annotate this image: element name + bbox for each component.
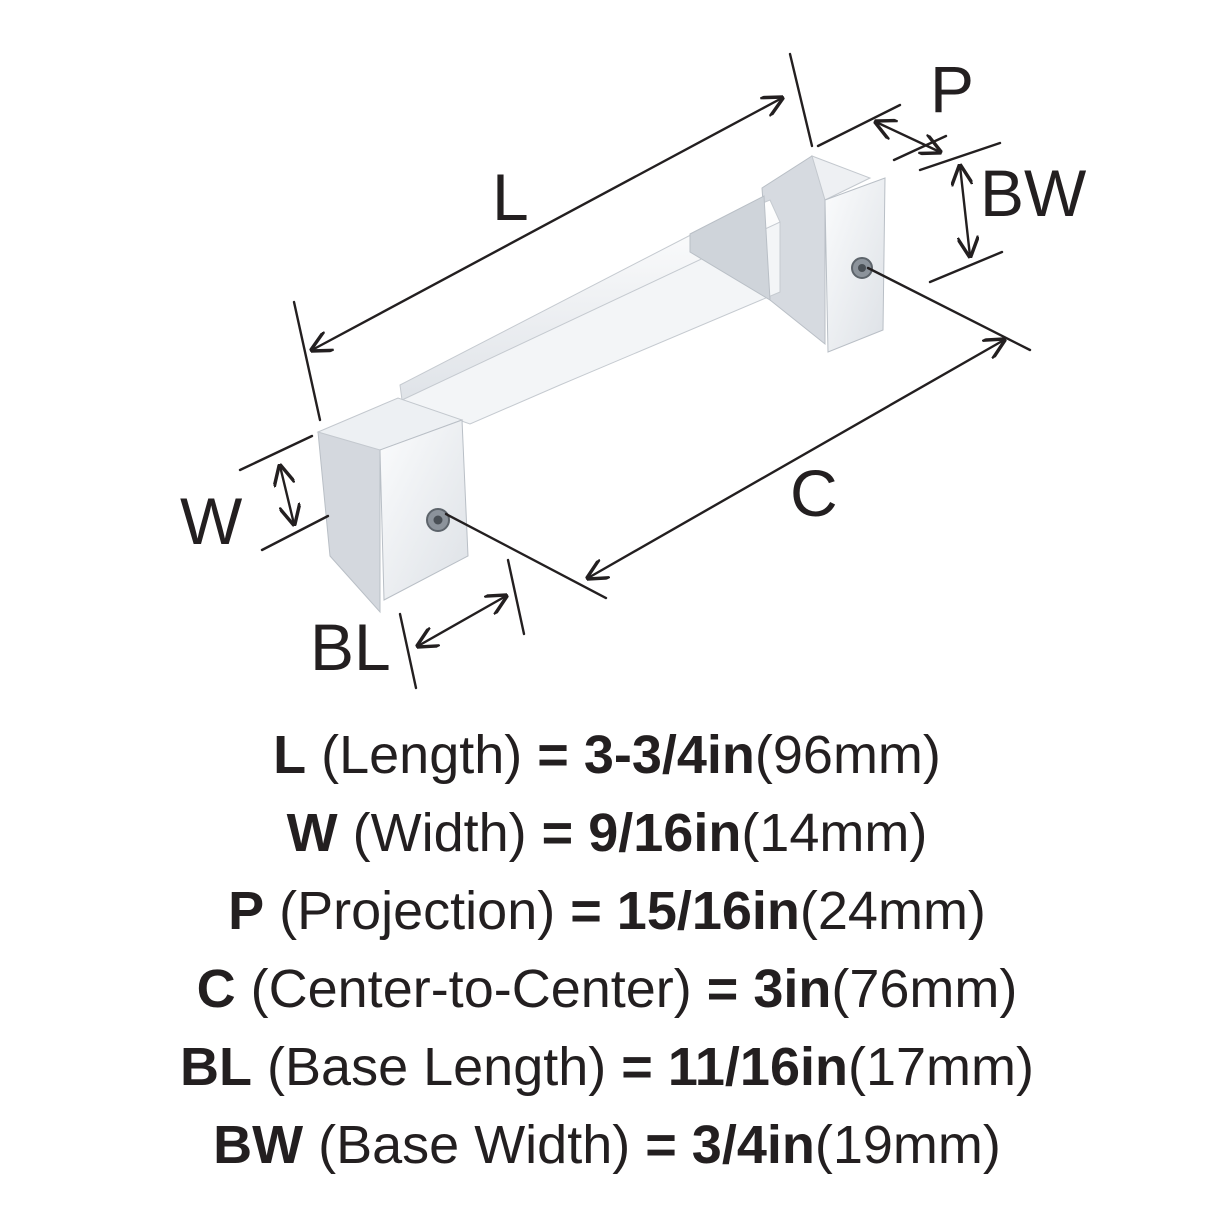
right-screw-hole-inner [858,264,866,272]
dimension-lines [238,52,1032,690]
cabinet-pull-dimension-diagram: L P BW W C BL [180,52,1087,690]
spec-equals: = [541,803,574,863]
projection-extension-left [816,103,902,148]
dimension-spec-list: L (Length) = 3-3/4in(96mm) W (Width) = 9… [0,716,1214,1184]
dimension-labels: L P BW W C BL [180,52,1087,684]
spec-projection: P (Projection) = 15/16in(24mm) [0,872,1214,950]
base-width-arrow [960,166,970,256]
spec-equals: = [570,881,602,941]
width-extension-bottom [260,514,330,552]
spec-key: BL [180,1037,253,1097]
label-base-length: BL [310,610,391,684]
length-extension-left [292,300,322,422]
label-base-width: BW [980,156,1087,230]
base-length-extension-left [398,612,418,690]
label-center: C [790,456,838,530]
spec-imperial: 3/4in [691,1115,815,1175]
spec-equals: = [537,725,569,785]
width-arrow [280,466,294,524]
spec-name: (Length) [321,725,523,785]
length-extension-right [788,52,814,148]
spec-imperial: 9/16in [588,803,742,863]
width-extension-top [238,434,314,472]
left-screw-hole-inner [433,515,443,525]
spec-key: C [196,959,236,1019]
right-base-top [811,155,872,201]
spec-metric: (19mm) [814,1115,1001,1175]
spec-equals: = [621,1037,653,1097]
spec-imperial: 11/16in [667,1037,848,1097]
projection-arrow [876,122,940,152]
spec-metric: (24mm) [799,881,986,941]
left-base-face [379,419,469,601]
spec-key: L [273,725,307,785]
spec-metric: (17mm) [847,1037,1034,1097]
center-arrow [588,340,1004,578]
spec-equals: = [645,1115,677,1175]
label-width: W [180,484,243,558]
base-length-arrow [418,596,506,646]
spec-name: (Width) [352,803,527,863]
spec-key: BW [213,1115,304,1175]
label-projection: P [930,52,974,126]
spec-equals: = [706,959,739,1019]
spec-base-length: BL (Base Length) = 11/16in(17mm) [0,1028,1214,1106]
spec-imperial: 3in [753,959,832,1019]
spec-key: P [228,881,265,941]
spec-base-width: BW (Base Width) = 3/4in(19mm) [0,1106,1214,1184]
spec-imperial: 15/16in [616,881,800,941]
spec-metric: (96mm) [754,725,941,785]
spec-name: (Center-to-Center) [250,959,692,1019]
cabinet-pull-product [316,155,886,614]
spec-metric: (76mm) [831,959,1018,1019]
length-arrow [312,98,782,350]
spec-metric: (14mm) [741,803,928,863]
center-extension-right [866,266,1032,352]
center-extension-left [444,512,608,600]
label-length: L [492,160,529,234]
base-width-extension-top [918,141,1002,172]
projection-extension-right [892,134,948,162]
spec-name: (Base Length) [267,1037,607,1097]
spec-name: (Projection) [279,881,556,941]
base-width-extension-bottom [928,250,1004,284]
spec-name: (Base Width) [318,1115,631,1175]
base-length-extension-right [506,558,526,636]
spec-center-to-center: C (Center-to-Center) = 3in(76mm) [0,950,1214,1028]
spec-imperial: 3-3/4in [583,725,755,785]
spec-width: W (Width) = 9/16in(14mm) [0,794,1214,872]
spec-key: W [286,803,338,863]
spec-length: L (Length) = 3-3/4in(96mm) [0,716,1214,794]
